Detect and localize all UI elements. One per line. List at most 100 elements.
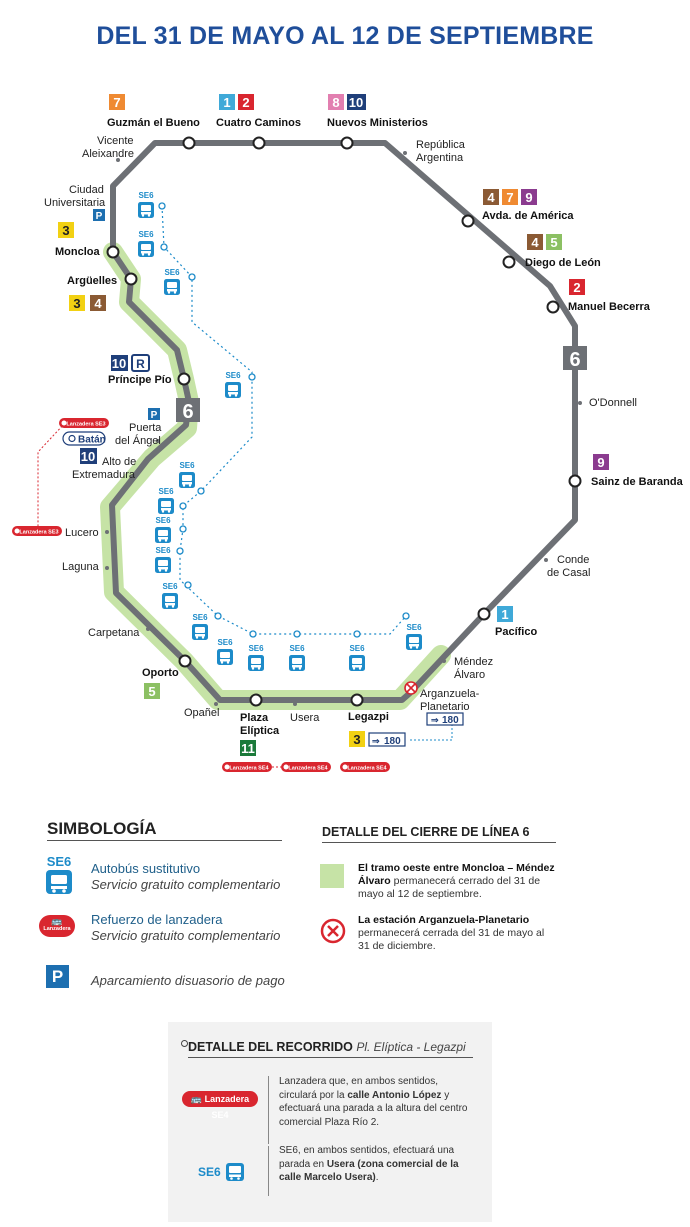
recorrido-heading: DETALLE DEL RECORRIDO Pl. Elíptica - Leg…: [188, 1040, 466, 1054]
panel-bus: SE6: [198, 1162, 245, 1182]
svg-text:Manuel Becerra: Manuel Becerra: [568, 301, 651, 313]
closure-2-text: La estación Arganzuela-Planetario perman…: [358, 914, 568, 953]
recorrido-panel: [168, 1022, 492, 1222]
svg-text:Batán: Batán: [78, 435, 106, 446]
legend-parking-text: Aparcamiento disuasorio de pago: [91, 973, 285, 988]
page-title: DEL 31 DE MAYO AL 12 DE SEPTIEMBRE: [96, 22, 594, 50]
svg-text:Pacífico: Pacífico: [495, 626, 537, 638]
svg-text:4: 4: [94, 296, 102, 311]
svg-text:Avda. de América: Avda. de América: [482, 210, 574, 222]
svg-text:3: 3: [73, 296, 80, 311]
svg-text:Conde: Conde: [557, 554, 589, 566]
closure-2a: La estación Arganzuela-Planetario: [358, 914, 530, 926]
svg-text:Álvaro: Álvaro: [454, 668, 485, 681]
svg-text:Elíptica: Elíptica: [240, 725, 280, 737]
cercanias-r-badge: R: [131, 354, 150, 372]
svg-text:6: 6: [569, 349, 580, 371]
svg-text:Lanzadera SE3: Lanzadera SE3: [19, 530, 58, 536]
svg-text:2: 2: [242, 95, 249, 110]
batan-station: Batán: [62, 431, 106, 446]
svg-text:Ciudad: Ciudad: [69, 184, 104, 196]
svg-text:5: 5: [550, 235, 557, 250]
svg-text:SE6: SE6: [225, 371, 241, 380]
svg-text:Lucero: Lucero: [65, 527, 99, 539]
svg-text:4: 4: [531, 235, 539, 250]
svg-text:Diego de León: Diego de León: [525, 257, 601, 269]
svg-text:SE6: SE6: [179, 461, 195, 470]
bus-icon: [226, 1163, 245, 1181]
svg-text:SE6: SE6: [155, 546, 171, 555]
line-6-label-east: 6: [563, 346, 587, 371]
svg-text:del Ángel: del Ángel: [115, 434, 161, 447]
panel-divider-2: [268, 1146, 269, 1196]
svg-text:Cuatro Caminos: Cuatro Caminos: [216, 117, 301, 129]
svg-text:Argüelles: Argüelles: [67, 275, 117, 287]
bus-180-route: [410, 720, 453, 741]
svg-text:SE6: SE6: [164, 268, 180, 277]
station-labels: Guzmán el Bueno Cuatro Caminos Nuevos Mi…: [44, 117, 684, 737]
svg-text:SE6: SE6: [138, 230, 154, 239]
svg-text:Laguna: Laguna: [62, 561, 100, 573]
svg-text:6: 6: [182, 401, 193, 423]
panel-shuttle-badge: 🚌 Lanzadera SE4: [182, 1091, 258, 1120]
svg-text:Nuevos Ministerios: Nuevos Ministerios: [327, 117, 428, 129]
closure-swatch: [320, 864, 344, 888]
svg-text:Lanzadera SE4: Lanzadera SE4: [229, 766, 269, 772]
closed-station-legend-icon: [320, 918, 346, 944]
svg-text:⇒: ⇒: [372, 736, 380, 746]
svg-text:1: 1: [501, 607, 508, 622]
legend-shuttle-badge: 🚌 Lanzadera: [39, 915, 75, 937]
svg-text:10: 10: [81, 449, 95, 464]
svg-text:8: 8: [332, 95, 339, 110]
svg-text:2: 2: [573, 280, 580, 295]
recorrido-title: DETALLE DEL RECORRIDO: [188, 1040, 353, 1054]
svg-text:Carpetana: Carpetana: [88, 627, 140, 639]
svg-text:Moncloa: Moncloa: [55, 246, 100, 258]
svg-text:SE6: SE6: [349, 644, 365, 653]
legend-bus-sub: Servicio gratuito complementario: [91, 877, 281, 892]
panel-shuttle-text: Lanzadera que, en ambos sentidos, circul…: [279, 1076, 468, 1128]
svg-text:O'Donnell: O'Donnell: [589, 397, 637, 409]
svg-text:9: 9: [525, 190, 532, 205]
closed-station-icon: [404, 681, 418, 695]
recorrido-route: Pl. Elíptica - Legazpi: [356, 1040, 466, 1054]
shuttle-pills: Lanzadera SE3 Lanzadera SE3 Lanzadera SE…: [12, 418, 390, 772]
svg-text:de Casal: de Casal: [547, 567, 590, 579]
svg-text:SE6: SE6: [158, 487, 174, 496]
svg-text:Legazpi: Legazpi: [348, 711, 389, 723]
svg-text:SE6: SE6: [406, 623, 422, 632]
svg-text:Plaza: Plaza: [240, 712, 269, 724]
svg-text:180: 180: [442, 715, 459, 726]
svg-text:Guzmán el Bueno: Guzmán el Bueno: [107, 117, 200, 129]
svg-text:4: 4: [487, 190, 495, 205]
svg-text:Aleixandre: Aleixandre: [82, 148, 134, 160]
panel-bus-text: SE6, en ambos sentidos, efectuará una pa…: [279, 1145, 459, 1183]
svg-text:Usera: Usera: [290, 712, 320, 724]
closure-1b: Álvaro: [358, 875, 391, 887]
svg-text:Universitaria: Universitaria: [44, 197, 106, 209]
svg-text:P: P: [96, 211, 103, 222]
svg-text:Puerta: Puerta: [129, 422, 162, 434]
svg-text:11: 11: [241, 741, 255, 756]
transfer-stations: [106, 136, 582, 707]
metro-line-6-map: 6 6 7 1 2 8 10 4 7 9 4 5 2 9 1 3 11 5 10…: [12, 94, 684, 772]
svg-text:3: 3: [62, 223, 69, 238]
parking-icon: P P: [93, 209, 160, 421]
closure-1-text: El tramo oeste entre Moncloa – Méndez Ál…: [358, 862, 558, 901]
svg-text:Vicente: Vicente: [97, 135, 134, 147]
svg-text:Oporto: Oporto: [142, 667, 179, 679]
svg-text:10: 10: [349, 95, 363, 110]
svg-text:SE6: SE6: [155, 516, 171, 525]
svg-text:3: 3: [353, 732, 360, 747]
bus-glyph-icon: 🚌: [190, 1094, 205, 1104]
svg-text:10: 10: [112, 356, 126, 371]
line-badges: 7 1 2 8 10 4 7 9 4 5 2 9 1 3 11 5 10 10 …: [58, 94, 609, 756]
closure-2b: permanecerá cerrada del 31 de mayo al: [358, 927, 545, 939]
svg-text:SE6: SE6: [289, 644, 305, 653]
svg-text:180: 180: [384, 736, 401, 747]
simbologia-rule: [47, 840, 282, 841]
se6-bus-icons: SE6 SE6 SE6 SE6 SE6 SE6 SE6 SE6 SE6 SE6 …: [138, 191, 422, 671]
line-6-label-west: 6: [176, 398, 200, 423]
panel-bullet: [181, 1040, 188, 1047]
svg-text:⇒: ⇒: [431, 715, 439, 725]
